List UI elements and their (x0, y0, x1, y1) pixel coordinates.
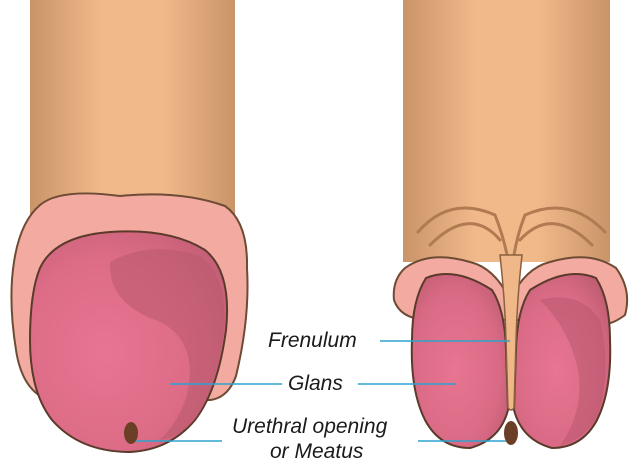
right-glans-left-lobe (412, 274, 508, 448)
frenulum-label: Frenulum (268, 330, 357, 351)
right-meatus (504, 421, 518, 445)
meatus-label: or Meatus (270, 441, 363, 462)
right-figure (394, 0, 627, 448)
urethral-opening-label: Urethral opening (232, 416, 387, 437)
left-meatus (124, 422, 138, 444)
glans-label: Glans (288, 373, 343, 394)
right-shaft (403, 0, 610, 262)
